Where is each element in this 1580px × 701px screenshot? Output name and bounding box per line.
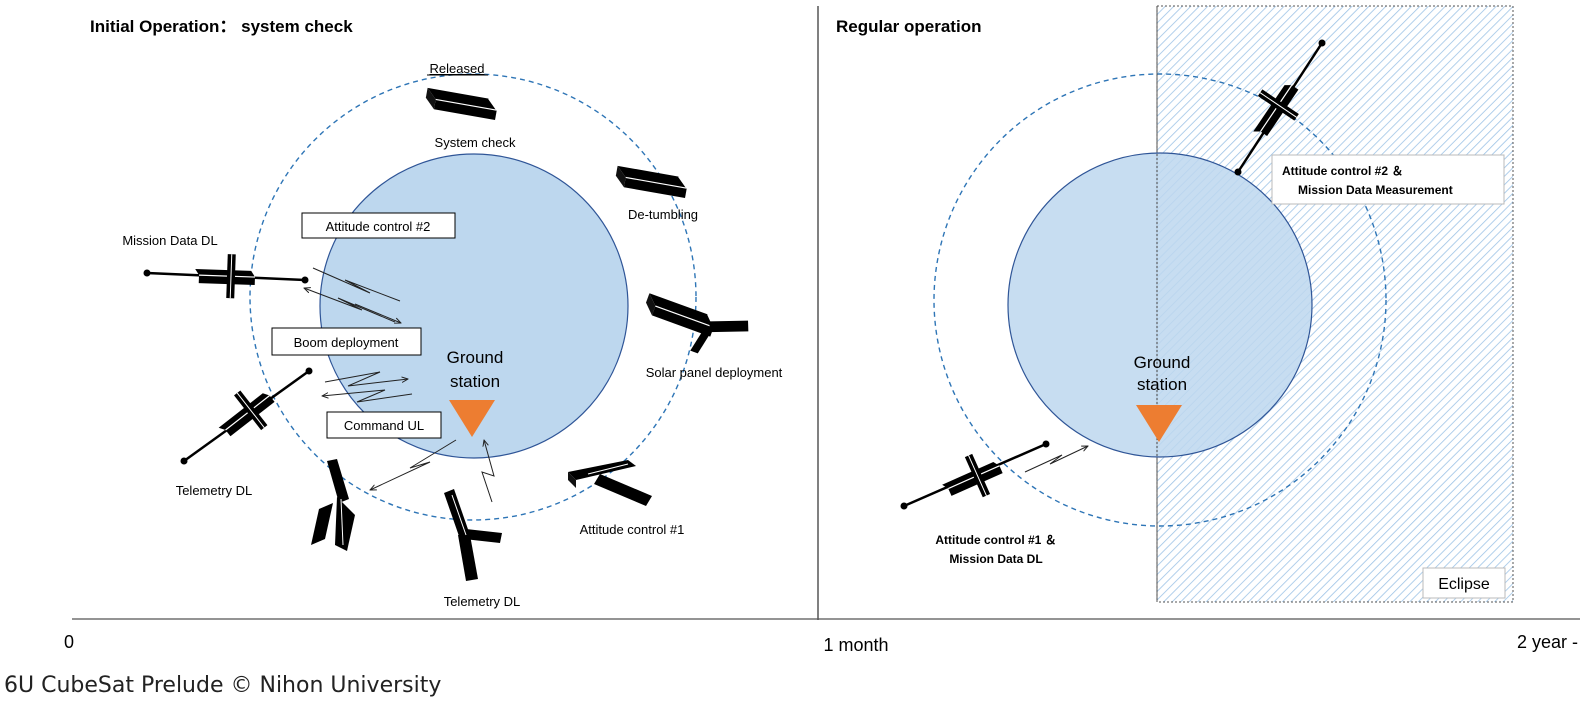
- radio-link-arrow-icon: [322, 389, 413, 403]
- radio-link-arrow-icon: [370, 439, 457, 490]
- label-attitude-2-line2: Mission Data Measurement: [1298, 183, 1453, 197]
- ground-station-label-line1: Ground: [447, 348, 504, 367]
- label-attitude-1-line1: Attitude control #1 ＆: [935, 533, 1056, 547]
- box-boom-deployment-label: Boom deployment: [294, 335, 399, 350]
- radio-link-arrow-icon: [481, 440, 495, 503]
- label-attitude-1-line2: Mission Data DL: [949, 552, 1042, 566]
- ground-station-triangle-icon: [1136, 405, 1182, 442]
- satellite-icon-regular-top: [1234, 39, 1326, 176]
- satellite-icon-telemetry-left: [180, 367, 313, 465]
- satellite-icon-telemetry-bottom: [444, 489, 502, 581]
- satellite-icon-mission-data-dl: [143, 252, 309, 300]
- timeline-middle: 1 month: [823, 635, 888, 655]
- stage-attitude-control-1: Attitude control #1: [580, 522, 685, 537]
- label-box-attitude-2: [1271, 154, 1505, 205]
- satellite-icon-released: [423, 87, 500, 121]
- stage-solar-panel-deployment: Solar panel deployment: [646, 365, 783, 380]
- left-panel: Initial Operation： system check Ground s…: [90, 17, 783, 609]
- timeline-start: 0: [64, 632, 74, 652]
- satellite-icon-telemetry-lower-left: [311, 459, 355, 551]
- box-boom-deployment: [271, 327, 422, 356]
- radio-link-arrow-icon: [312, 267, 401, 302]
- box-attitude-control-2: [301, 212, 456, 239]
- timeline-end: 2 year -: [1517, 632, 1578, 652]
- timeline: 0 1 month 2 year -: [64, 618, 1580, 655]
- satellite-icon-de-tumbling: [613, 165, 690, 199]
- ground-station-label-right-line1: Ground: [1134, 353, 1191, 372]
- stage-mission-data-dl: Mission Data DL: [122, 233, 217, 248]
- right-title: Regular operation: [836, 17, 981, 36]
- ground-station-triangle-icon: [449, 400, 495, 437]
- satellite-icon-regular-bottom: [900, 440, 1050, 511]
- stage-de-tumbling: De-tumbling: [628, 207, 698, 222]
- stage-telemetry-dl-bottom: Telemetry DL: [444, 594, 521, 609]
- radio-link-arrow-icon: [304, 288, 396, 323]
- eclipse-label: Eclipse: [1438, 576, 1490, 593]
- right-panel: Regular operation Ground station Attitud…: [836, 5, 1514, 603]
- box-attitude-control-2-label: Attitude control #2: [326, 219, 431, 234]
- box-command-ul: [326, 411, 442, 439]
- earth-right: [1007, 152, 1313, 458]
- label-attitude-2-line1: Attitude control #2 ＆: [1282, 164, 1403, 178]
- radio-link-arrow-icon: [324, 371, 408, 387]
- ground-station-label-right-line2: station: [1137, 375, 1187, 394]
- released-label: Released: [430, 61, 485, 76]
- satellite-icon-solar-deploy: [641, 292, 749, 354]
- radio-link-arrow-icon: [354, 303, 401, 323]
- ground-station-label-line2: station: [450, 372, 500, 391]
- stage-telemetry-dl-left: Telemetry DL: [176, 483, 253, 498]
- left-title: Initial Operation： system check: [90, 17, 353, 36]
- stage-system-check: System check: [435, 135, 516, 150]
- eclipse-label-box: [1422, 567, 1506, 599]
- initial-orbit: [249, 73, 697, 521]
- satellite-icon-attitude-1: [568, 460, 652, 506]
- caption: 6U CubeSat Prelude © Nihon University: [4, 673, 441, 698]
- box-command-ul-label: Command UL: [344, 418, 424, 433]
- regular-orbit: [933, 73, 1387, 527]
- radio-link-arrow-icon: [1024, 446, 1088, 473]
